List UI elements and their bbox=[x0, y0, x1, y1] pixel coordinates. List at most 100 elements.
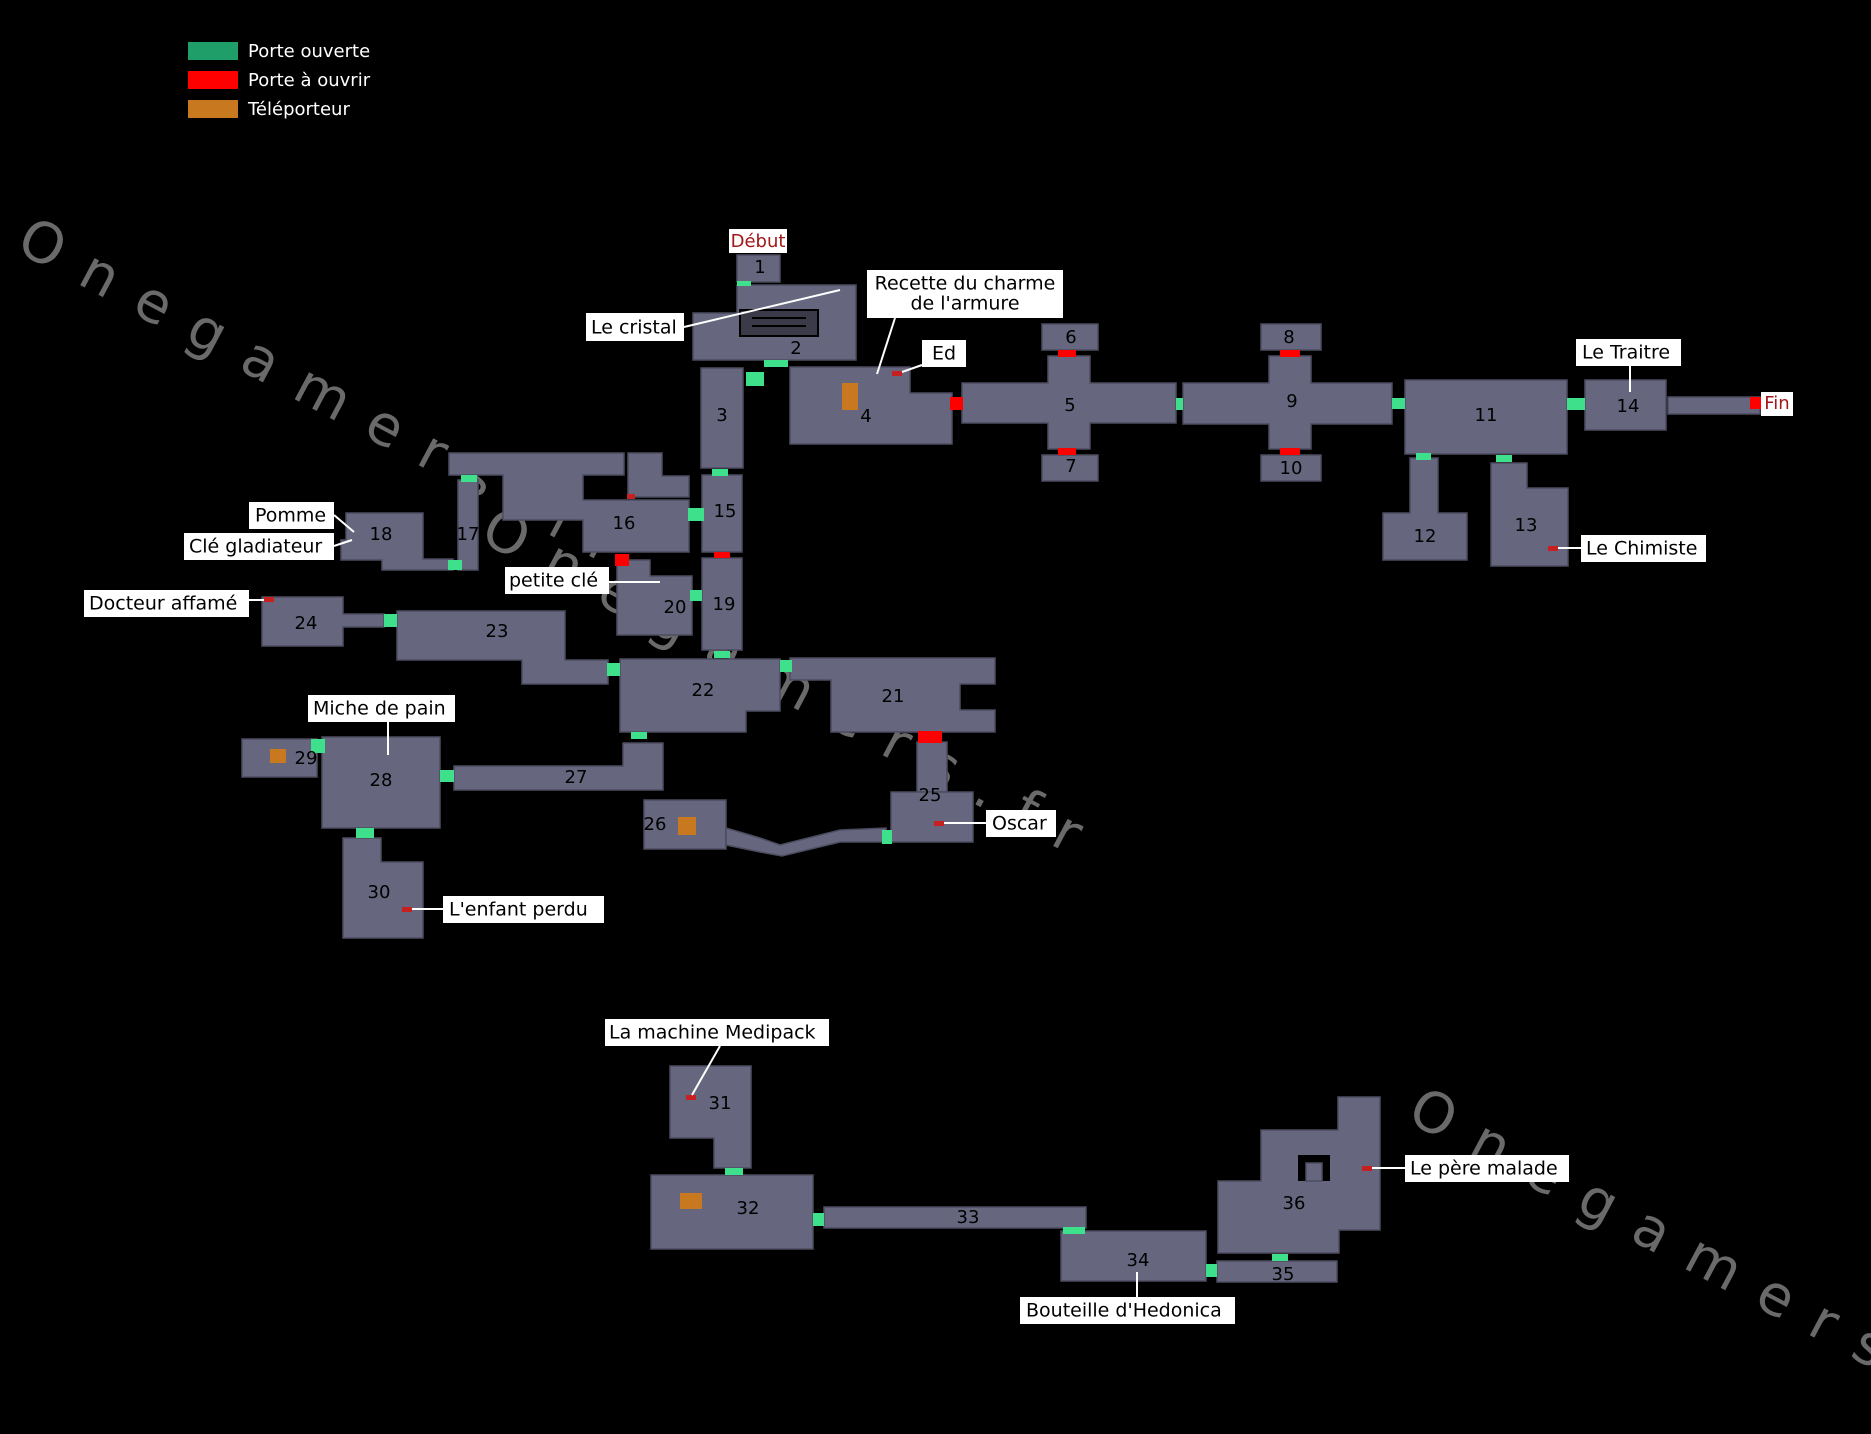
door-5-6-locked bbox=[1058, 350, 1076, 357]
room-26-teleporter bbox=[678, 817, 696, 835]
door-1-2 bbox=[737, 281, 751, 286]
room-31-number: 31 bbox=[709, 1093, 732, 1114]
door-17-18 bbox=[448, 560, 462, 570]
label-pere-box bbox=[1405, 1155, 1569, 1182]
start-marker: Début bbox=[731, 231, 786, 252]
label-oscar: Oscar bbox=[992, 813, 1047, 835]
door-3-15 bbox=[712, 469, 728, 476]
room-30-number: 30 bbox=[368, 882, 391, 903]
room-13-number: 13 bbox=[1515, 515, 1538, 536]
label-miche-box bbox=[308, 695, 455, 722]
door-16-17 bbox=[461, 475, 477, 482]
door-22-21 bbox=[780, 660, 792, 672]
door-22-23 bbox=[607, 663, 620, 676]
room-5-number: 5 bbox=[1064, 395, 1075, 416]
room-32-teleporter bbox=[680, 1193, 702, 1209]
door-4-5-locked bbox=[950, 397, 963, 410]
label-traitre-box bbox=[1576, 339, 1681, 366]
label-cristal: Le cristal bbox=[591, 317, 677, 339]
door-23-24 bbox=[384, 614, 397, 627]
door-9-11 bbox=[1392, 398, 1405, 409]
room-31 bbox=[669, 1065, 752, 1169]
end-marker-bg bbox=[1761, 392, 1793, 416]
oscar-marker bbox=[934, 821, 944, 826]
room-10-number: 10 bbox=[1280, 458, 1303, 479]
label-enfant-box bbox=[443, 896, 604, 923]
door-11-12 bbox=[1416, 453, 1431, 460]
legend-open-door-swatch bbox=[188, 42, 238, 60]
room-22-number: 22 bbox=[692, 680, 715, 701]
pere-marker bbox=[1362, 1166, 1372, 1171]
legend-teleporter-label: Téléporteur bbox=[248, 98, 350, 120]
legend-teleporter: Téléporteur bbox=[188, 98, 350, 120]
petite-cle-marker bbox=[627, 494, 635, 499]
label-pere: Le père malade bbox=[1410, 1158, 1558, 1180]
room-14 bbox=[1584, 379, 1667, 431]
room-8-number: 8 bbox=[1283, 327, 1294, 348]
room-24 bbox=[261, 596, 385, 647]
room-25-number: 25 bbox=[919, 785, 942, 806]
label-cristal-box bbox=[586, 313, 684, 341]
label-chimiste: Le Chimiste bbox=[1586, 538, 1697, 560]
door-35-36 bbox=[1272, 1254, 1288, 1261]
door-11-13 bbox=[1496, 455, 1512, 462]
ed-marker bbox=[892, 371, 902, 376]
room-23-number: 23 bbox=[486, 621, 509, 642]
legend-locked-door-swatch bbox=[188, 71, 238, 89]
medipack-marker bbox=[686, 1095, 696, 1100]
room-9 bbox=[1182, 355, 1393, 450]
label-cle-gladiateur-leader bbox=[333, 539, 353, 547]
door-14-end-locked bbox=[1750, 397, 1762, 409]
room-27 bbox=[453, 742, 664, 791]
room-17-number: 17 bbox=[457, 524, 480, 545]
room-26-number: 26 bbox=[644, 814, 667, 835]
door-32-33 bbox=[813, 1213, 824, 1226]
room-6-number: 6 bbox=[1065, 327, 1076, 348]
label-oscar-box bbox=[986, 810, 1056, 837]
room-10 bbox=[1260, 454, 1322, 482]
start-marker-bg bbox=[729, 229, 787, 253]
label-docteur-box bbox=[84, 590, 249, 617]
room-32 bbox=[650, 1174, 814, 1250]
room-6 bbox=[1041, 323, 1099, 351]
label-ed-leader bbox=[901, 364, 923, 373]
label-enfant: L'enfant perdu bbox=[449, 899, 588, 921]
room-3-number: 3 bbox=[716, 405, 727, 426]
room-35-number: 35 bbox=[1272, 1264, 1295, 1285]
label-ed: Ed bbox=[932, 343, 956, 365]
door-15-16 bbox=[688, 508, 704, 521]
door-5-7-locked bbox=[1058, 448, 1076, 455]
door-15-19-locked bbox=[714, 552, 730, 558]
label-hedonica-box bbox=[1020, 1297, 1235, 1324]
room-1 bbox=[736, 254, 781, 283]
room-24-number: 24 bbox=[295, 613, 318, 634]
room-12-number: 12 bbox=[1414, 526, 1437, 547]
room-5 bbox=[961, 355, 1177, 450]
room-11 bbox=[1404, 379, 1568, 455]
room-16-annex bbox=[627, 452, 690, 498]
label-medipack-box bbox=[605, 1019, 829, 1046]
enfant-marker bbox=[402, 907, 412, 912]
room-16 bbox=[448, 452, 690, 553]
room-9-number: 9 bbox=[1286, 391, 1297, 412]
room-19 bbox=[701, 557, 743, 651]
room-34 bbox=[1060, 1230, 1207, 1282]
label-miche: Miche de pain bbox=[313, 698, 446, 720]
label-pomme: Pomme bbox=[255, 505, 326, 527]
door-31-32 bbox=[725, 1168, 743, 1175]
room-22 bbox=[619, 658, 781, 733]
room-33 bbox=[823, 1206, 1087, 1229]
room-29-number: 29 bbox=[295, 748, 318, 769]
room-20 bbox=[616, 559, 693, 636]
legend-locked-door: Porte à ouvrir bbox=[188, 69, 370, 91]
room-23 bbox=[396, 610, 609, 685]
room-30 bbox=[342, 837, 424, 939]
door-34-35 bbox=[1206, 1264, 1217, 1277]
room-8 bbox=[1260, 323, 1322, 351]
door-28-30 bbox=[356, 828, 374, 838]
room-4-teleporter bbox=[842, 383, 858, 410]
door-16-20-locked bbox=[615, 554, 629, 566]
door-27-28 bbox=[440, 770, 454, 782]
room-1-number: 1 bbox=[754, 257, 765, 278]
